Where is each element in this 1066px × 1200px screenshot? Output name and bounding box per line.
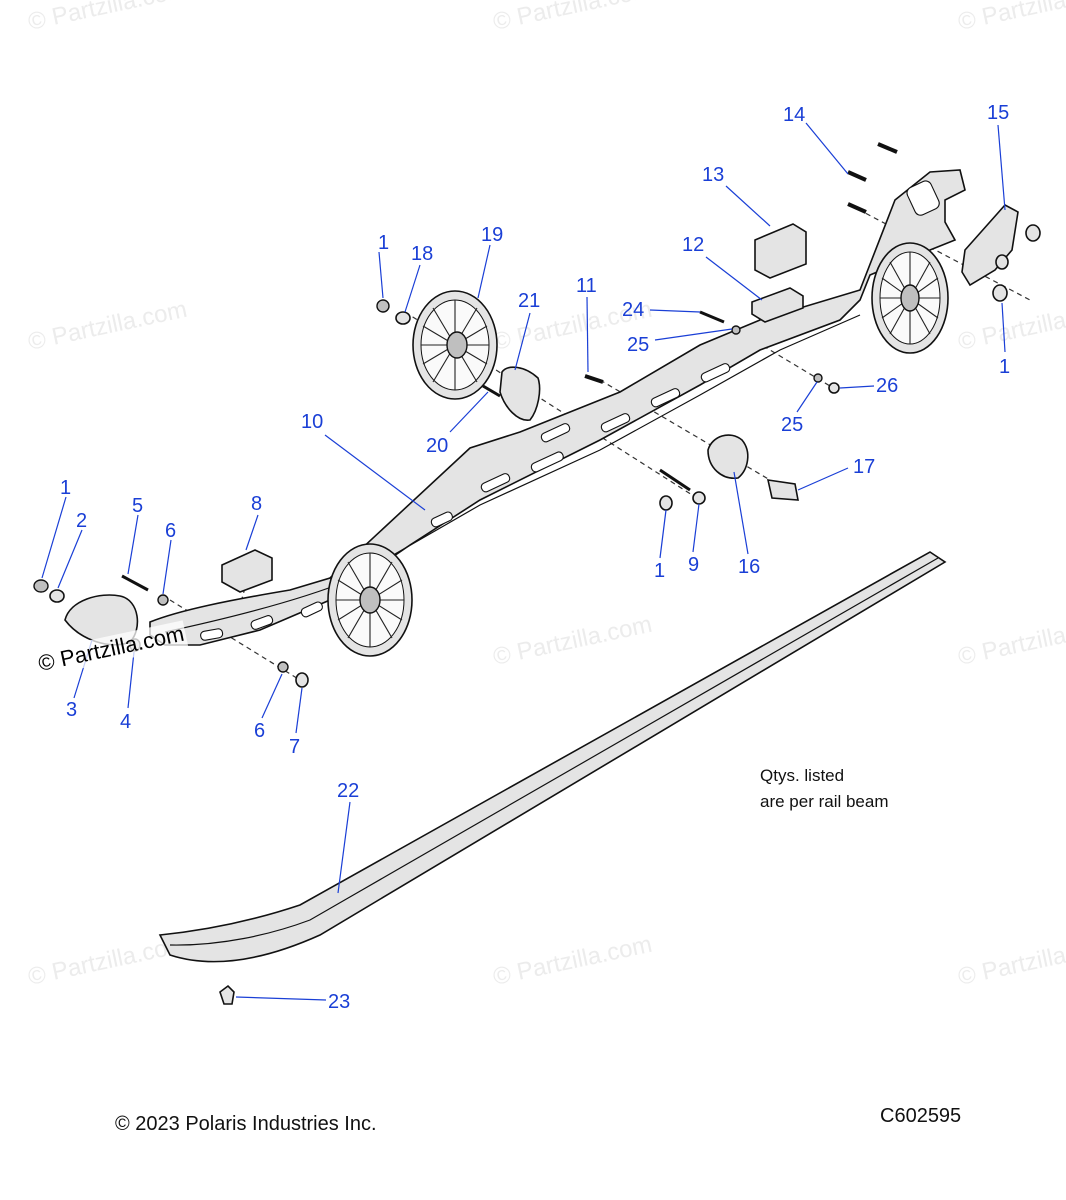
callout-2: 2 — [76, 510, 87, 532]
callout-4: 4 — [120, 711, 131, 733]
callout-6: 6 — [165, 520, 176, 542]
front-idler-wheel — [327, 543, 413, 657]
callout-3: 3 — [66, 699, 77, 721]
callout-6: 6 — [254, 720, 265, 742]
callout-23: 23 — [328, 991, 350, 1013]
callout-22: 22 — [337, 780, 359, 802]
callout-1: 1 — [60, 477, 71, 499]
callout-21: 21 — [518, 290, 540, 312]
drawing-id: C602595 — [880, 1105, 962, 1127]
callout-7: 7 — [289, 736, 300, 758]
watermark: © Partzilla.com — [956, 611, 1066, 671]
watermark: © Partzilla.com — [26, 0, 190, 36]
callout-14: 14 — [783, 104, 805, 126]
hardware — [33, 142, 1041, 1005]
callout-16: 16 — [738, 556, 760, 578]
callout-9: 9 — [688, 554, 699, 576]
callout-5: 5 — [132, 495, 143, 517]
callout-1: 1 — [999, 356, 1010, 378]
callout-15: 15 — [987, 102, 1009, 124]
callout-11: 11 — [576, 275, 597, 297]
watermark: © Partzilla.com — [491, 931, 655, 991]
exploded-wheel — [412, 290, 498, 400]
watermark: © Partzilla.com — [956, 0, 1066, 36]
copyright-text: © 2023 Polaris Industries Inc. — [115, 1113, 377, 1135]
callout-1: 1 — [654, 560, 665, 582]
quantity-note-line-1: Qtys. listed — [760, 766, 845, 785]
callout-1: 1 — [378, 232, 389, 254]
quantity-note-line-2: are per rail beam — [760, 792, 889, 811]
watermark: © Partzilla.com — [956, 931, 1066, 991]
callout-8: 8 — [251, 493, 262, 515]
callout-25: 25 — [627, 334, 649, 356]
watermark: © Partzilla.com — [956, 296, 1066, 356]
callout-13: 13 — [702, 164, 724, 186]
quantity-note: Qtys. listed are per rail beam — [760, 763, 889, 815]
callout-12: 12 — [682, 234, 704, 256]
callout-26: 26 — [876, 375, 898, 397]
slide-rail — [158, 551, 947, 963]
callout-24: 24 — [622, 299, 644, 321]
rail-beam — [149, 169, 966, 646]
watermark: © Partzilla.com — [26, 296, 190, 356]
callout-25: 25 — [781, 414, 803, 436]
watermark: © Partzilla.com — [491, 0, 655, 36]
rail-beam-slots — [200, 180, 940, 641]
callout-labels: 1 1 1 1 2 3 4 5 6 6 7 8 9 10 11 12 13 14… — [60, 102, 1010, 1013]
callout-18: 18 — [411, 243, 433, 265]
rear-idler-wheel — [871, 242, 949, 354]
callout-10: 10 — [301, 411, 323, 433]
watermark: © Partzilla.com — [491, 611, 655, 671]
callout-19: 19 — [481, 224, 503, 246]
leader-lines — [41, 122, 1006, 1001]
callout-20: 20 — [426, 435, 448, 457]
callout-17: 17 — [853, 456, 875, 478]
watermark-layer: © Partzilla.com © Partzilla.com © Partzi… — [26, 0, 1066, 991]
